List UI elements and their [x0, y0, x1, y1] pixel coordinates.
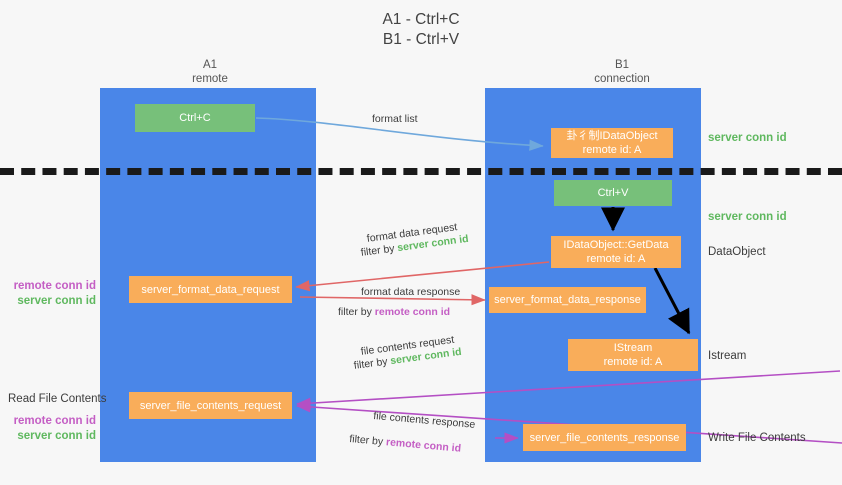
- label-read-file-contents: Read File Contents: [8, 393, 107, 405]
- box-server-file-contents-response[interactable]: server_file_contents_response: [523, 424, 686, 451]
- box-idataobject[interactable]: 卦彳制IDataObject remote id: A: [551, 128, 673, 158]
- label-istream: Istream: [708, 350, 747, 362]
- session-boundary-divider: [0, 168, 842, 175]
- column-header-a1: A1 remote: [192, 59, 228, 85]
- label-remote-conn-id-1: remote conn id: [13, 280, 96, 292]
- filter-prefix-3: filter by: [353, 355, 392, 372]
- filter-prefix-2: filter by: [338, 306, 375, 318]
- label-dataobject: DataObject: [708, 246, 766, 258]
- arrow-label-format-data-response-filter: filter by remote conn id: [338, 305, 450, 319]
- arrow-label-format-list: format list: [372, 113, 418, 125]
- arrow-label-file-contents-response-filter: filter by remote conn id: [349, 432, 462, 456]
- filter-value-remote-conn-id-1: remote conn id: [374, 306, 451, 318]
- box-istream[interactable]: IStream remote id: A: [568, 339, 698, 371]
- label-remote-conn-id-2: remote conn id: [13, 415, 96, 427]
- label-server-conn-id-top: server conn id: [708, 132, 787, 144]
- label-left-conn-ids-bottom: remote conn id server conn id: [10, 414, 96, 444]
- box-idataobject-getdata[interactable]: IDataObject::GetData remote id: A: [551, 236, 681, 268]
- label-server-conn-id-left-1: server conn id: [17, 295, 96, 307]
- filter-prefix-1: filter by: [360, 242, 399, 259]
- box-ctrl-c[interactable]: Ctrl+C: [135, 104, 255, 132]
- box-ctrl-v[interactable]: Ctrl+V: [554, 180, 672, 206]
- filter-value-remote-conn-id-2: remote conn id: [385, 436, 462, 455]
- arrow-label-file-contents-response: file contents response: [372, 409, 476, 431]
- diagram-title: A1 - Ctrl+C B1 - Ctrl+V: [382, 11, 460, 48]
- arrow-label-format-data-response: format data response: [361, 286, 461, 298]
- label-server-conn-id-mid: server conn id: [708, 211, 787, 223]
- box-server-file-contents-request[interactable]: server_file_contents_request: [129, 392, 292, 419]
- label-server-conn-id-left-2: server conn id: [17, 430, 96, 442]
- box-server-format-data-response[interactable]: server_format_data_response: [489, 287, 646, 313]
- column-header-b1: B1 connection: [594, 59, 650, 85]
- label-write-file-contents: Write File Contents: [708, 432, 806, 444]
- box-server-format-data-request[interactable]: server_format_data_request: [129, 276, 292, 303]
- filter-prefix-4: filter by: [348, 432, 387, 449]
- label-left-conn-ids-top: remote conn id server conn id: [10, 279, 96, 309]
